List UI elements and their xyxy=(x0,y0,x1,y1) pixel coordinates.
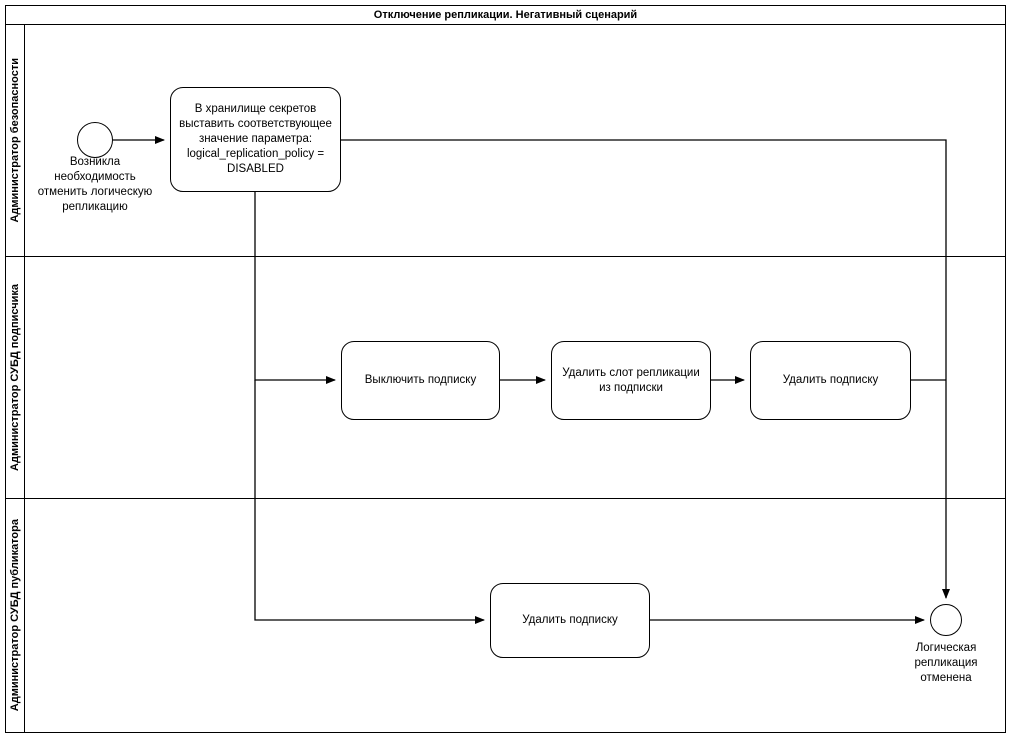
lane-label-security-admin: Администратор безопасности xyxy=(5,25,25,257)
pool-title: Отключение репликации. Негативный сценар… xyxy=(5,5,1006,25)
task-disable-subscription[interactable]: Выключить подписку xyxy=(341,341,500,420)
end-event-circle[interactable] xyxy=(930,604,962,636)
task-drop-replication-slot[interactable]: Удалить слот репликации из подписки xyxy=(551,341,711,420)
lane-label-text-publisher-dba: Администратор СУБД публикатора xyxy=(9,519,21,712)
task-drop-subscription-publisher[interactable]: Удалить подписку xyxy=(490,583,650,658)
task-drop-subscription-subscriber[interactable]: Удалить подписку xyxy=(750,341,911,420)
end-event-label: Логическая репликация отменена xyxy=(914,642,978,684)
start-event-circle[interactable] xyxy=(77,122,113,158)
lane-label-subscriber-dba: Администратор СУБД подписчика xyxy=(5,257,25,499)
lane-label-publisher-dba: Администратор СУБД публикатора xyxy=(5,499,25,733)
lane-label-text-subscriber-dba: Администратор СУБД подписчика xyxy=(9,284,21,471)
start-event-label: Возникла необходимость отменить логическ… xyxy=(37,156,153,213)
task-set-secret-value[interactable]: В хранилище секретов выставить соответст… xyxy=(170,87,341,192)
